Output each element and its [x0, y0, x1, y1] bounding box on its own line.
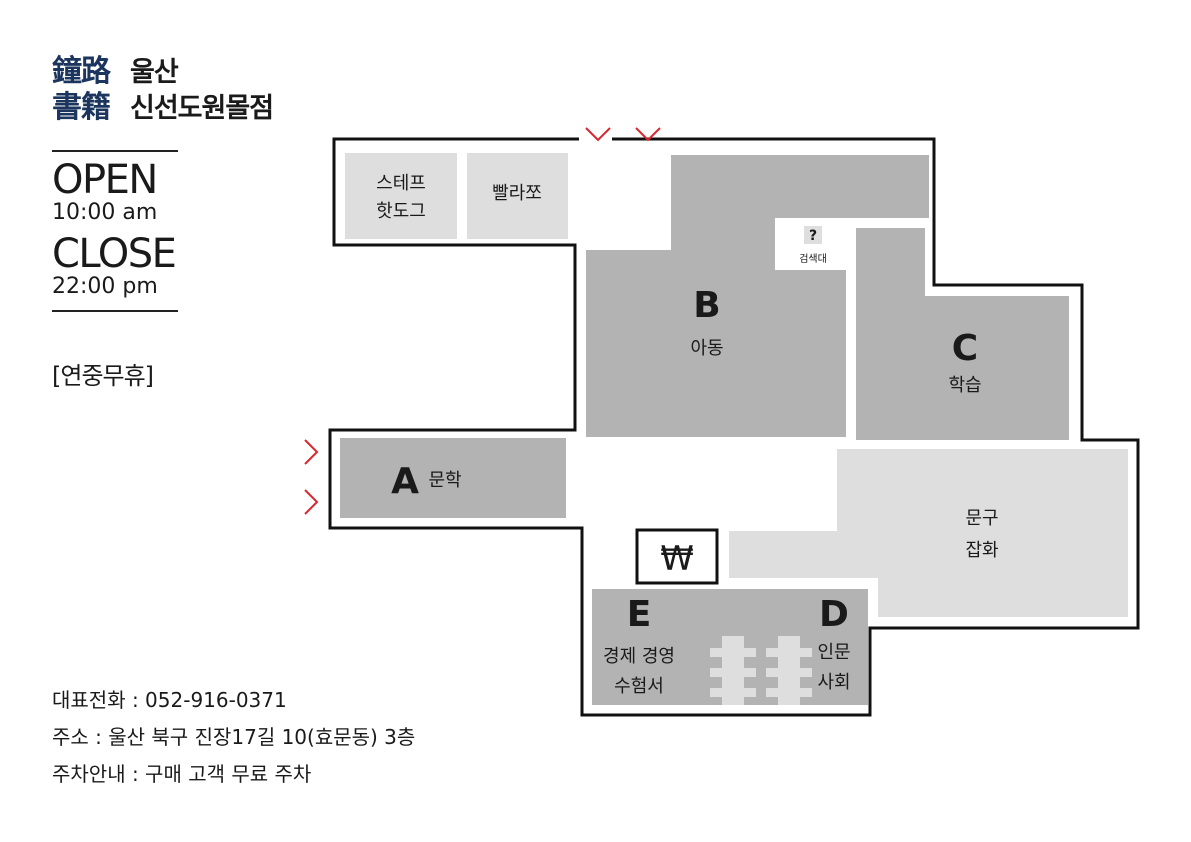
floor-outline [328, 137, 1140, 717]
shop-stef-hotdog [345, 153, 457, 239]
shop1-line1: 스테프 [376, 173, 426, 194]
zone-c [856, 228, 1069, 440]
zone-a-name: 문학 [428, 470, 461, 491]
zone-b-letter: B [693, 285, 720, 326]
stationery-line2: 잡화 [965, 540, 998, 561]
zone-c-letter: C [952, 328, 978, 369]
zone-e-letter: E [627, 594, 652, 635]
shop-pallazzo [467, 153, 568, 239]
logo-city: 울산 [130, 57, 179, 88]
search-label: 검색대 [799, 253, 827, 265]
won-sign-icon: ₩ [660, 539, 694, 579]
question-icon [804, 226, 822, 244]
shop1-line2: 핫도그 [376, 201, 426, 222]
holiday-notice: [연중무휴] [52, 362, 154, 390]
zone-e-name-1: 경제 경영 [603, 646, 675, 667]
zone-d-letter: D [819, 594, 849, 635]
logo-branch: 신선도원몰점 [130, 93, 274, 124]
open-label: OPEN [52, 157, 158, 203]
shop2-label: 빨라쪼 [492, 183, 542, 204]
logo-hanja-jongro: 鐘路 [52, 54, 111, 89]
parking-info: 주차안내 : 구매 고객 무료 주차 [52, 762, 312, 786]
stationery-line1: 문구 [965, 508, 998, 529]
zone-a-letter: A [391, 461, 419, 502]
divider [52, 310, 178, 312]
search-symbol: ? [809, 228, 817, 244]
cashier-counter [635, 528, 719, 585]
open-time: 10:00 am [52, 200, 158, 225]
store-info: 대표전화 : 052-916-0371 주소 : 울산 북구 진장17길 10(… [52, 682, 415, 793]
divider [52, 150, 178, 152]
bookshelf-icon [710, 636, 812, 705]
zone-e-name-2: 수험서 [614, 676, 664, 697]
close-label: CLOSE [52, 231, 177, 277]
zone-stationery [729, 449, 1128, 617]
close-time: 22:00 pm [52, 274, 158, 299]
zone-c-name: 학습 [948, 375, 981, 396]
zone-d-name-1: 인문 [817, 642, 850, 663]
logo-hanja-books: 書籍 [52, 90, 111, 125]
zone-b-name: 아동 [690, 338, 723, 359]
zone-b [586, 155, 929, 437]
opening-hours: OPEN 10:00 am CLOSE 22:00 pm [52, 150, 178, 312]
entrance-arrow-icon [304, 127, 661, 515]
phone-info: 대표전화 : 052-916-0371 [52, 688, 287, 712]
store-logo: 鐘路 울산 書籍 신선도원몰점 [52, 46, 274, 125]
zone-a [340, 438, 566, 518]
zone-d-name-2: 사회 [817, 672, 850, 693]
address-info: 주소 : 울산 북구 진장17길 10(효문동) 3층 [52, 725, 416, 749]
